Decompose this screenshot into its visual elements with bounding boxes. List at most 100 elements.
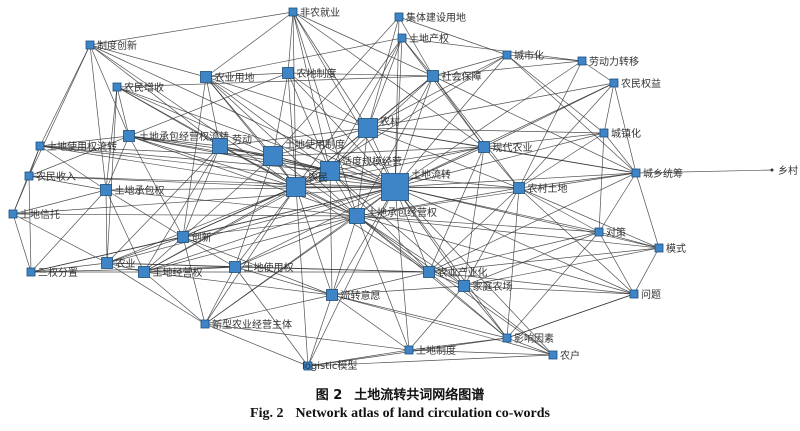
edge-cxtc-tdcbjyq <box>356 172 637 217</box>
node-nm: 农民 <box>286 171 328 197</box>
edge-tdjyq-tdsyq2 <box>143 266 236 273</box>
edge-nmqy-czh <box>603 82 615 134</box>
node-xdny: 现代农业 <box>478 141 533 154</box>
edge-tdsyzd-xdny <box>272 146 485 157</box>
edge-tdcq-shbz <box>401 37 434 77</box>
node-nmqy: 农民权益 <box>609 77 661 90</box>
edge-ndzd-shbz <box>287 72 434 77</box>
node-label-sqfz: 三权分置 <box>38 266 78 279</box>
node-label-sdgm: 适度规模经营 <box>342 155 402 168</box>
node-label-nc: 农村 <box>380 115 400 128</box>
edge-tdcbjyq-lzyy <box>331 215 358 296</box>
edge-zdcx-tdcbj <box>89 44 130 137</box>
edge-nmss-tdsyzd <box>116 86 274 157</box>
node-label-tdcq: 土地产权 <box>409 32 449 45</box>
edge-cxtc-dc <box>598 172 637 233</box>
node-tdjyq: 土地经营权 <box>138 266 203 279</box>
edge-tdlz-ny <box>106 186 396 264</box>
node-box-sqfz <box>26 267 36 277</box>
node-tdcbj: 土地承包经营权流转 <box>123 130 229 143</box>
edge-nmss-tdcb <box>105 86 118 191</box>
edge-cxtc-nycyh <box>428 172 637 273</box>
edge-tdlz-ms <box>394 186 660 249</box>
edge-dc-nycyh <box>428 231 600 273</box>
edge-xdny-cxtc <box>483 146 637 174</box>
edge-nctd-ms <box>518 187 660 249</box>
edge-cx-tdjyq <box>143 236 184 273</box>
edge-nyyd-nm <box>205 76 297 188</box>
edge-feinong-sdgm <box>292 11 331 172</box>
edge-tdcbjyq-jtnc <box>356 215 465 287</box>
edge-tdcbjyq-dc <box>356 215 600 233</box>
node-box-nctd <box>513 182 525 194</box>
edge-cx-sqfz <box>30 236 184 273</box>
node-tdcbjyq: 土地承包经营权 <box>349 206 437 224</box>
node-label-ms: 模式 <box>666 242 686 255</box>
edge-dc-ms <box>598 231 660 249</box>
edge-tdlz-tdjyq <box>143 186 396 273</box>
edge-nmsr-nm <box>28 175 297 188</box>
edge-nh-logit <box>307 354 554 367</box>
node-tdcq: 土地产权 <box>397 32 449 45</box>
node-label-nmss: 农民增收 <box>124 81 164 94</box>
node-feinong: 非农就业 <box>288 6 340 19</box>
edge-tdsyq-nm <box>39 145 297 188</box>
edge-zdcx-tdcb <box>89 44 107 191</box>
node-box-cxtc <box>631 168 641 178</box>
node-label-nycyh: 农业产业化 <box>438 266 488 279</box>
figure-title-cn: 土地流转共词网络图谱 <box>354 388 485 403</box>
edge-jtnc-lzyy <box>331 285 465 296</box>
edge-dc-jtnc <box>463 231 600 287</box>
node-label-yxys: 影响因素 <box>514 332 554 345</box>
node-tdlz: 土地流转 <box>381 168 451 201</box>
edge-tdsyq-sdgm <box>39 145 331 172</box>
edge-shbz-tdlz <box>394 75 434 188</box>
edge-tdsyq-tdsyzd <box>39 145 274 157</box>
edge-shbz-sdgm <box>329 75 434 172</box>
edge-nmqy-cxtc <box>613 82 637 174</box>
edge-nmss-ny <box>106 86 118 264</box>
edge-nmqy-tdlz <box>394 82 615 188</box>
edge-lzyy-nh <box>331 294 554 356</box>
edge-ndzd-tdcbj <box>128 72 289 137</box>
node-box-cx <box>177 231 189 243</box>
edge-csh-ldlzy <box>506 54 583 62</box>
edge-lzyy-logit <box>307 294 333 367</box>
node-label-lzyy: 流转意愿 <box>341 289 381 302</box>
edge-tdcbj-tdsyq <box>39 135 130 147</box>
edge-tdsyq2-lzyy <box>234 266 333 296</box>
node-sqfz: 三权分置 <box>26 266 78 279</box>
figure-number-en: Fig. 2 <box>250 406 284 421</box>
figure-number-cn: 图 2 <box>315 388 343 403</box>
edge-nm-xxny <box>204 186 297 325</box>
edge-nmqy-nctd <box>518 82 615 189</box>
edge-jtnc-yxys <box>463 285 508 339</box>
edge-xxny-logit <box>204 323 309 367</box>
node-box-nh <box>548 350 558 360</box>
edge-feinong-nm <box>292 11 297 188</box>
node-jiti: 集体建设用地 <box>394 11 466 24</box>
node-box-nmqy <box>609 78 619 88</box>
edge-nyyd-ldj <box>205 76 221 147</box>
edge-tdcbj-sdgm <box>128 135 331 172</box>
edge-feinong-nyyd <box>205 11 294 78</box>
node-label-nh: 农户 <box>560 349 580 362</box>
node-zdcx: 制度创新 <box>85 39 137 52</box>
edge-tdsyq2-xxny <box>204 266 236 325</box>
node-box-nm <box>286 177 306 197</box>
node-box-nc <box>358 118 378 138</box>
node-label-nctd: 农村土地 <box>528 182 568 195</box>
node-nmsr: 农民收入 <box>24 170 76 183</box>
node-label-ny: 农业 <box>116 257 136 270</box>
edge-jtnc-nh <box>463 285 554 356</box>
node-box-tdcq <box>397 33 407 43</box>
node-label-logit: logistic模型 <box>302 359 357 372</box>
node-label-nmsr: 农民收入 <box>36 170 76 183</box>
edge-shbz-nctd <box>432 75 520 189</box>
node-box-ldj <box>212 138 228 154</box>
edge-tdlz-tdcb <box>105 186 396 191</box>
edge-nctd-jtnc <box>463 187 520 287</box>
edge-tdlz-nh <box>394 186 554 356</box>
edge-tdcb-cx <box>105 189 184 238</box>
edge-ms-nycyh <box>428 247 660 273</box>
